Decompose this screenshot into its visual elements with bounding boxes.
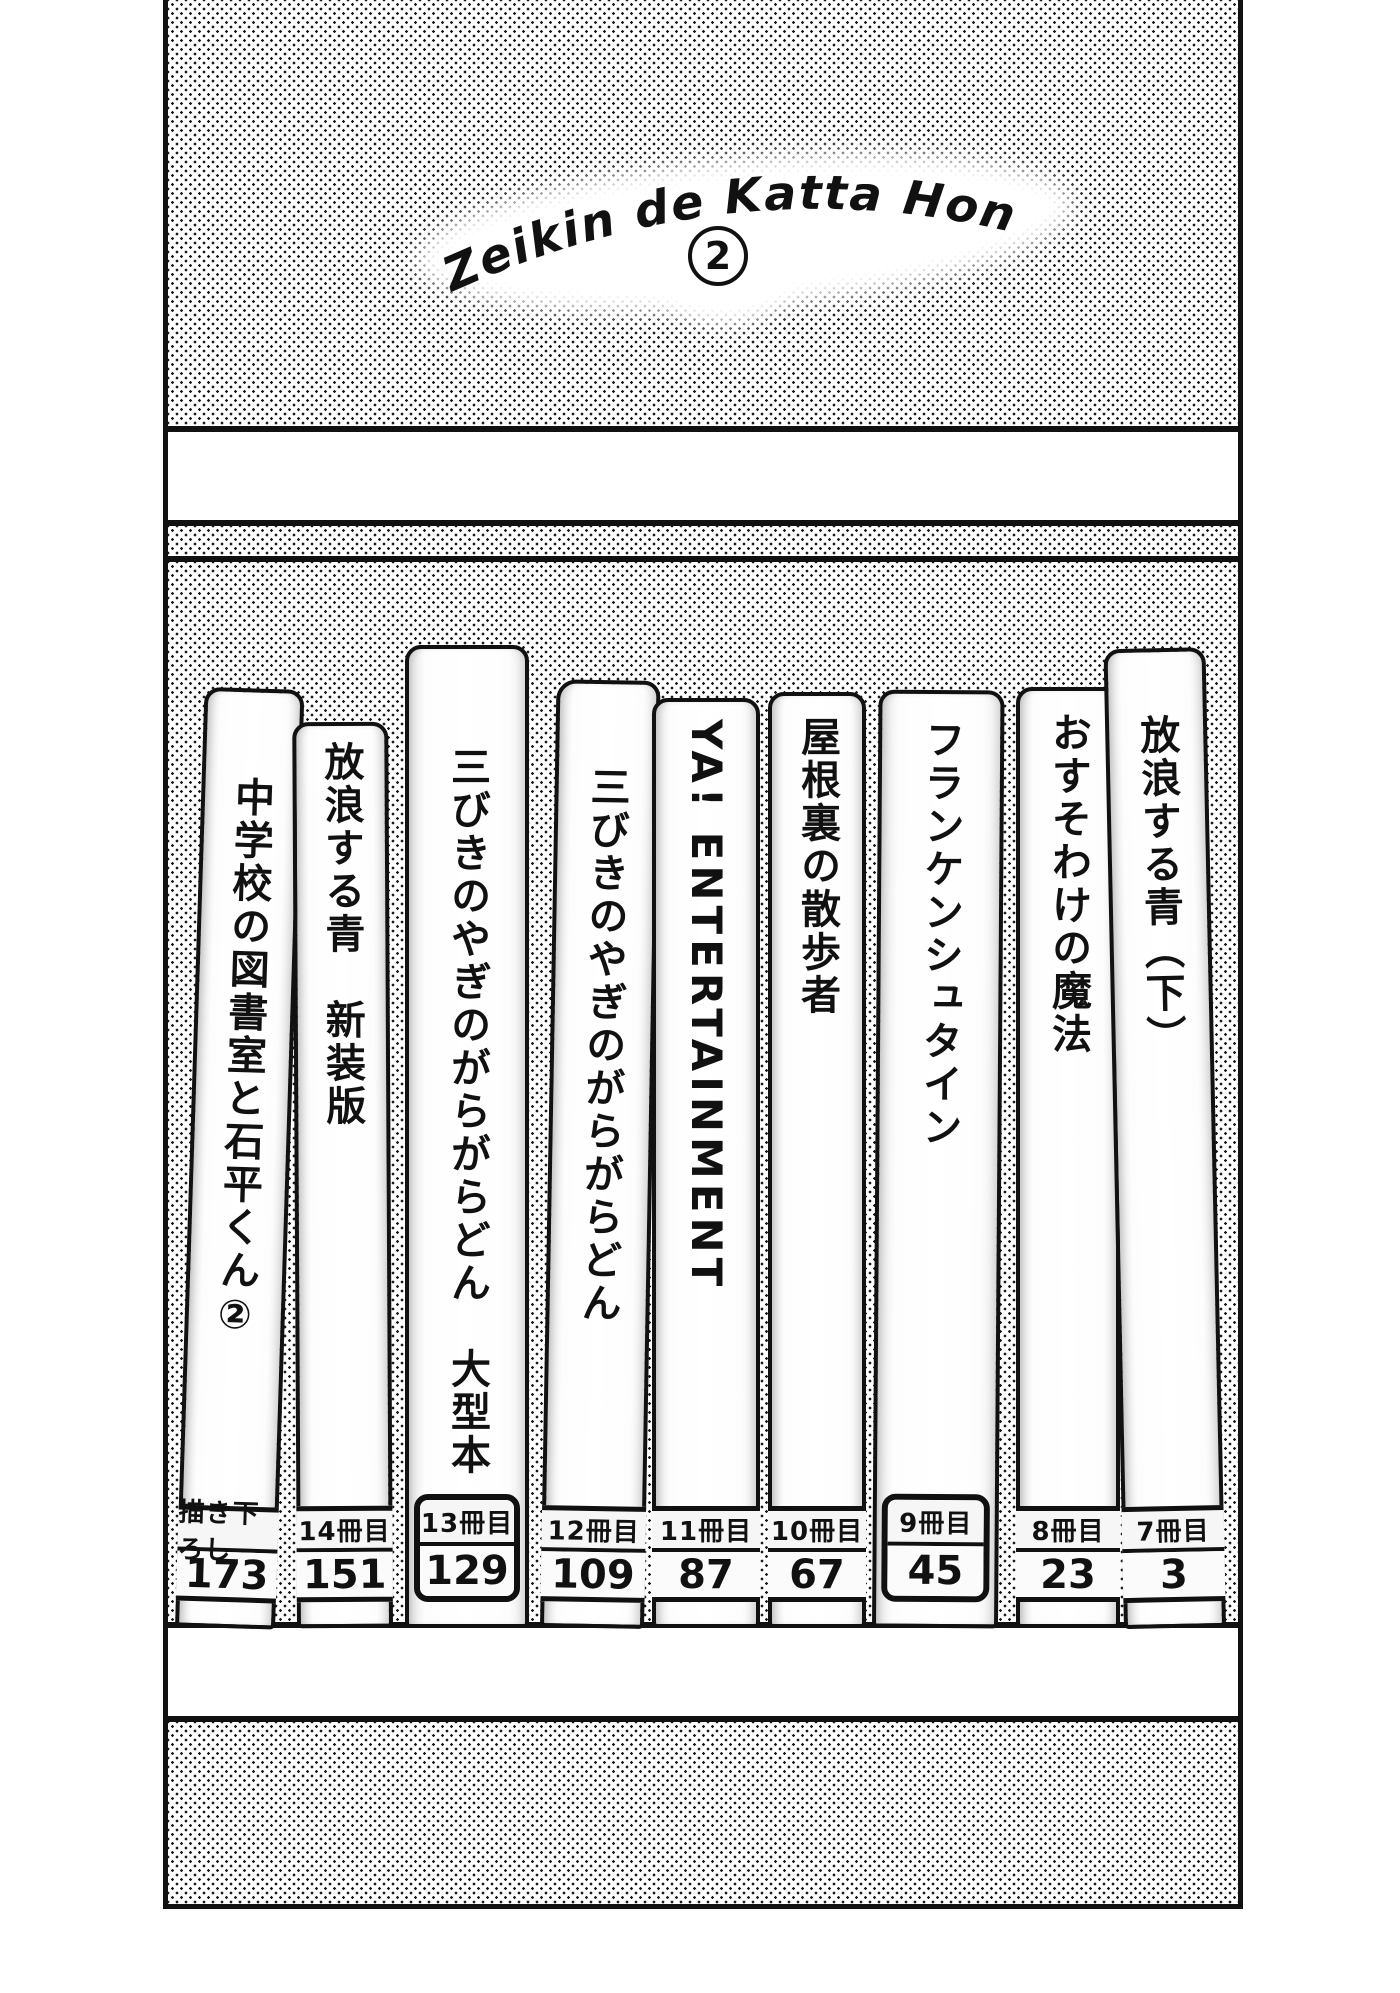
book-title: 屋根裏の散歩者 <box>794 716 840 1017</box>
chapter-label: 8冊目 <box>1016 1506 1120 1552</box>
spine-label-block: 7冊目 3 <box>1121 1504 1226 1604</box>
book-title: 放浪する青 新装版 <box>317 740 366 1129</box>
book-spine-2: 放浪する青 新装版 14冊目 151 <box>292 721 393 1629</box>
book-spine-6: 屋根裏の散歩者 10冊目 67 <box>768 692 866 1628</box>
book-title: 三びきのやぎのがらがらどん <box>574 765 631 1326</box>
spine-label-block: 11冊目 87 <box>652 1506 760 1602</box>
page-number: 45 <box>887 1545 984 1597</box>
book-title: YA! ENTERTAINMENT <box>682 719 732 1292</box>
spine-label-block: 10冊目 67 <box>768 1506 866 1602</box>
shelf-board-edge-line <box>168 556 1238 562</box>
book-spine-7: フランケンシュタイン 9冊目 45 <box>872 689 1005 1629</box>
volume-badge: 2 <box>688 226 748 286</box>
chapter-label: 12冊目 <box>541 1505 647 1553</box>
chapter-label: 10冊目 <box>768 1506 866 1552</box>
spine-label-block: 14冊目 151 <box>296 1505 393 1603</box>
page-number: 67 <box>768 1552 866 1602</box>
shelf-board-top <box>168 426 1238 526</box>
book-title: 三びきのやぎのがらがらどん 大型本 <box>444 746 490 1477</box>
spine-label-block: 8冊目 23 <box>1016 1506 1120 1602</box>
panel-bottom-line <box>168 1904 1238 1909</box>
book-title: おすそわけの魔法 <box>1045 712 1091 1056</box>
page-number: 129 <box>420 1546 514 1596</box>
chapter-label: 9冊目 <box>887 1499 984 1547</box>
chapter-label: 描き下ろし <box>177 1497 279 1566</box>
spine-label-block: 13冊目 129 <box>414 1494 520 1602</box>
page-number: 173 <box>175 1550 278 1604</box>
page-number: 3 <box>1122 1550 1226 1604</box>
book-title: 中学校の図書室と石平くん② <box>211 775 275 1342</box>
page-number: 23 <box>1016 1552 1120 1602</box>
chapter-label: 11冊目 <box>652 1506 760 1552</box>
book-spine-5: YA! ENTERTAINMENT 11冊目 87 <box>652 698 760 1628</box>
lower-compartment <box>168 1722 1238 1904</box>
page-number: 87 <box>652 1552 760 1602</box>
book-spine-4: 三びきのやぎのがらがらどん 12冊目 109 <box>540 679 661 1629</box>
book-spine-8: おすそわけの魔法 8冊目 23 <box>1016 687 1120 1628</box>
book-spine-9: 放浪する青（下） 7冊目 3 <box>1103 647 1226 1630</box>
spine-label-block: 9冊目 45 <box>881 1493 990 1603</box>
chapter-label: 14冊目 <box>296 1505 393 1553</box>
book-title: フランケンシュタイン <box>915 718 965 1150</box>
page-number: 151 <box>296 1551 393 1603</box>
chapter-label: 7冊目 <box>1121 1504 1225 1554</box>
book-title: 放浪する青（下） <box>1132 713 1187 1059</box>
shelf-board-bottom <box>168 1622 1238 1722</box>
volume-number: 2 <box>704 234 732 278</box>
page-number: 109 <box>540 1551 646 1603</box>
spine-label-block: 12冊目 109 <box>540 1505 647 1603</box>
chapter-label: 13冊目 <box>420 1500 514 1546</box>
shelf-board-front-edge <box>168 526 1238 556</box>
series-title-arc: Zeikin de Katta Hon <box>433 166 1020 304</box>
shelf-right-frame <box>1238 0 1243 1909</box>
spine-label-block: 描き下ろし 173 <box>175 1497 279 1604</box>
shelf-left-frame <box>163 0 168 1909</box>
book-spine-3: 三びきのやぎのがらがらどん 大型本 13冊目 129 <box>405 645 529 1628</box>
